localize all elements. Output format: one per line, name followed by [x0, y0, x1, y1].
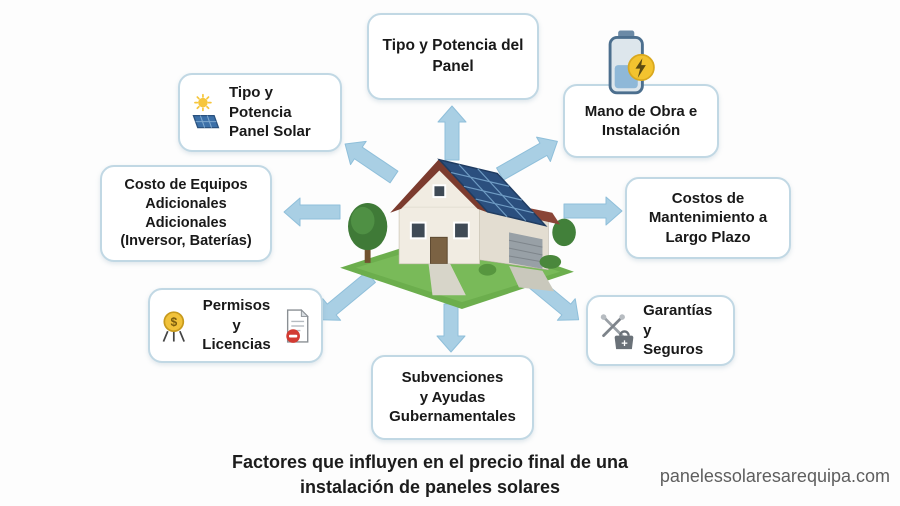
- gable-window: [432, 184, 447, 199]
- factor-box-permisos-licencias: $ Permisos y Licencias: [148, 288, 323, 363]
- factor-label: Subvenciones y Ayudas Gubernamentales: [389, 369, 516, 426]
- front-door: [430, 236, 448, 265]
- factor-label: Tipo y Potencia del Panel: [382, 37, 524, 75]
- tree: [348, 202, 388, 263]
- factor-box-garantias-seguros: + Garantías y Seguros: [586, 295, 735, 366]
- factor-box-subvenciones-ayudas: Subvenciones y Ayudas Gubernamentales: [371, 355, 534, 440]
- factor-box-mano-de-obra: Mano de Obra e Instalación: [563, 84, 719, 158]
- arrow-to-top-left: [344, 140, 399, 184]
- dollar-coin-easel-icon: $: [162, 310, 185, 342]
- tools-and-weight-icon: +: [600, 313, 634, 349]
- bush: [539, 255, 562, 269]
- driveway: [509, 265, 555, 292]
- window: [453, 221, 470, 240]
- arrow-to-left: [283, 197, 341, 227]
- factor-label: Permisos y Licencias: [202, 297, 271, 354]
- walkway: [428, 263, 466, 296]
- factor-box-tipo-potencia-panel-solar: Tipo y Potencia Panel Solar: [178, 73, 342, 152]
- bush: [552, 218, 576, 247]
- factor-label: Mano de Obra e Instalación: [584, 102, 698, 140]
- factor-label: Costo de Equipos Adicionales Adicionales…: [120, 176, 252, 250]
- sun-and-solar-panel-icon: [192, 93, 220, 128]
- svg-text:$: $: [170, 315, 177, 329]
- factor-box-tipo-potencia-del-panel: Tipo y Potencia del Panel: [367, 13, 539, 100]
- solar-panels: [437, 158, 548, 227]
- battery-charging-icon: [608, 30, 655, 95]
- arrow-to-top-center: [437, 105, 467, 161]
- factor-box-costo-equipos-adicionales: Costo de Equipos Adicionales Adicionales…: [100, 165, 272, 262]
- watermark-url: panelessolaresarequipa.com: [659, 466, 890, 486]
- arrow-to-right: [563, 196, 623, 226]
- house-illustration: [340, 158, 576, 310]
- arrow-to-top-right: [496, 136, 558, 181]
- factor-label: Costos de Mantenimiento a Largo Plazo: [648, 189, 768, 246]
- factor-label: Garantías y Seguros: [643, 302, 713, 359]
- document-restricted-icon: [285, 308, 309, 343]
- infographic-title: Factores que influyen en el precio final…: [231, 452, 629, 497]
- bush: [478, 263, 497, 276]
- main-house: [390, 158, 548, 265]
- factor-label: Tipo y Potencia Panel Solar: [229, 84, 311, 141]
- arrow-to-bottom-center: [436, 303, 466, 353]
- factor-box-costos-mantenimiento: Costos de Mantenimiento a Largo Plazo: [625, 177, 791, 259]
- svg-text:+: +: [621, 337, 628, 349]
- window: [409, 221, 427, 240]
- roof: [390, 158, 489, 213]
